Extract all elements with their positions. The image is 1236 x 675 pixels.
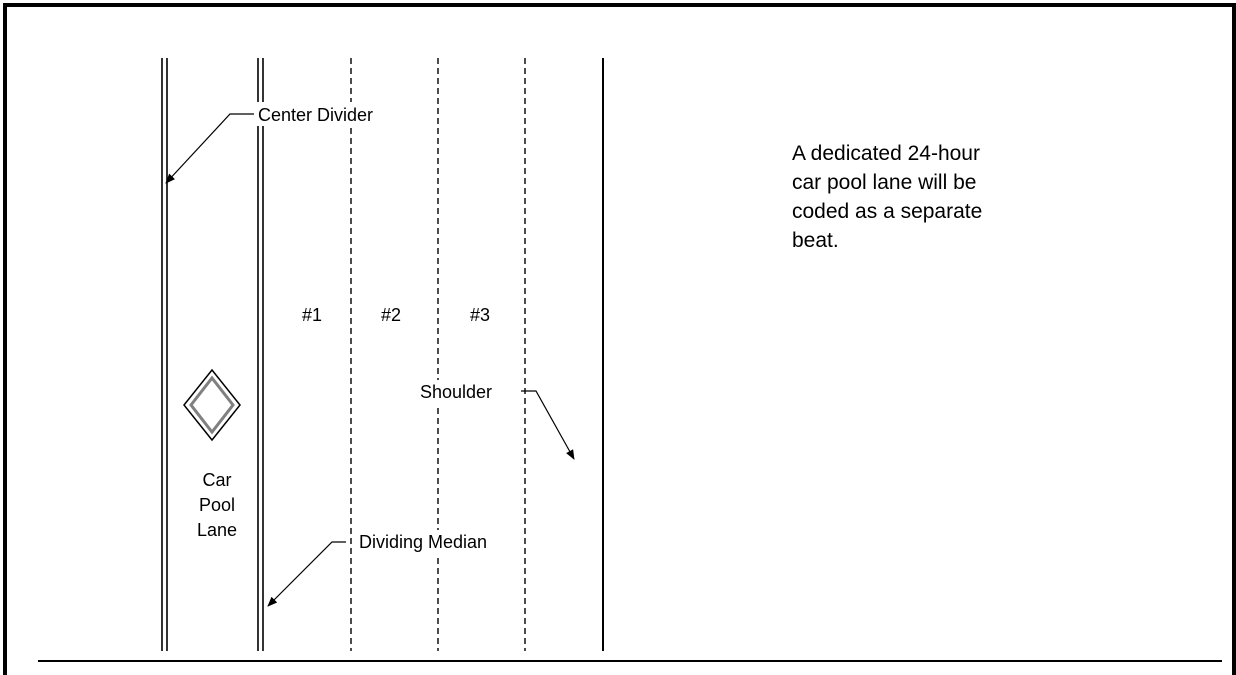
car-pool-lane-label-line-2: Pool <box>199 495 235 515</box>
lane-3-label: #3 <box>470 305 490 325</box>
center-divider-line <box>161 58 168 651</box>
center-divider-label: Center Divider <box>258 105 373 125</box>
lane-2-label: #2 <box>381 305 401 325</box>
diamond-icon <box>183 368 241 442</box>
car-pool-lane-label-line-3: Lane <box>197 520 237 540</box>
dividing-median-callout <box>267 541 346 607</box>
shoulder-callout <box>521 390 575 460</box>
dividing-median-line <box>257 58 264 651</box>
note-line-3: coded as a separate <box>792 200 982 223</box>
note-block: A dedicated 24-hour car pool lane will b… <box>792 142 982 252</box>
note-line-2: car pool lane will be <box>792 171 976 194</box>
note-line-1: A dedicated 24-hour <box>792 142 980 165</box>
diagram-frame <box>3 3 1236 675</box>
note-line-4: beat. <box>792 229 839 252</box>
lane-1-label: #1 <box>302 305 322 325</box>
car-pool-lane-label-line-1: Car <box>202 470 231 490</box>
center-divider-callout <box>165 113 254 184</box>
dividing-median-label: Dividing Median <box>359 532 487 552</box>
shoulder-label: Shoulder <box>420 382 492 402</box>
